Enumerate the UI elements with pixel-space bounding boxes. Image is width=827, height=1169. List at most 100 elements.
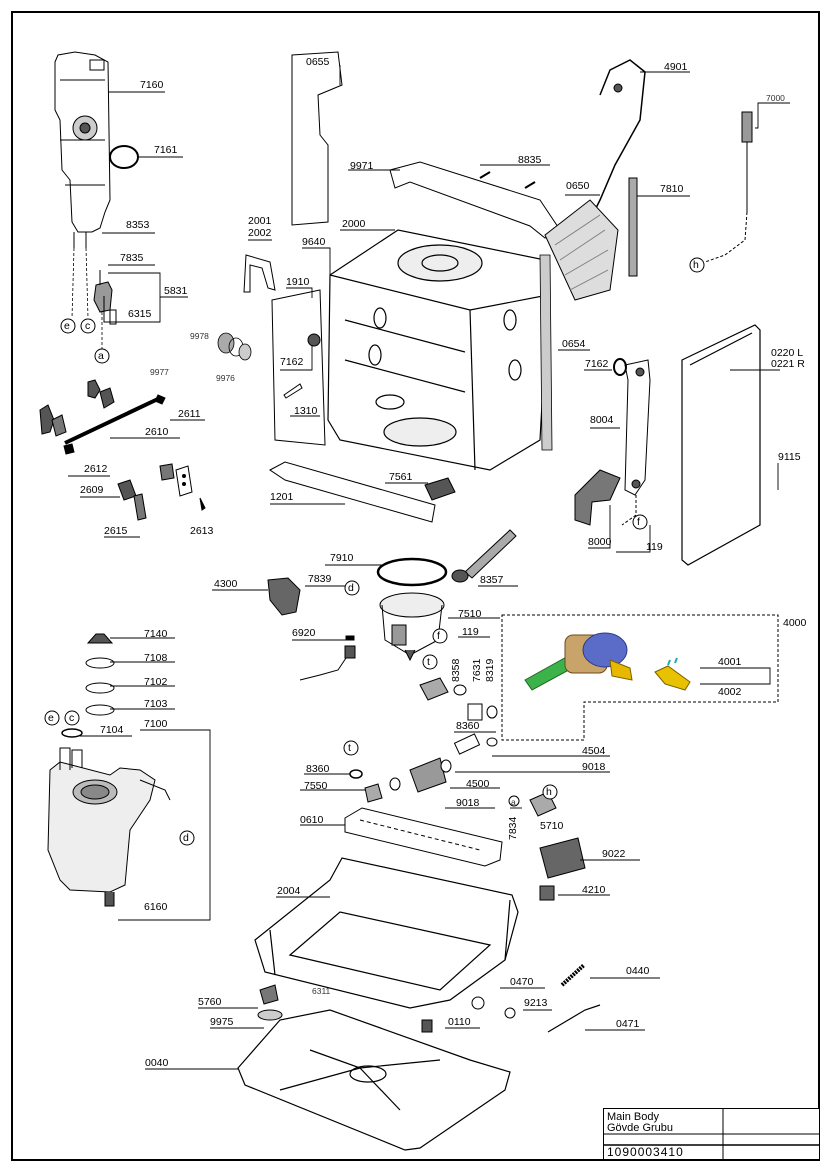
- drawing-0470-float: [471, 996, 485, 1010]
- part-label: 0650: [566, 180, 590, 192]
- callout-circles: [44, 257, 705, 846]
- group-4000-motor-box: [501, 614, 779, 741]
- part-label: 9115: [778, 451, 801, 463]
- part-label: 2610: [145, 426, 169, 438]
- part-label: 4210: [582, 884, 606, 896]
- part-label: 8835: [518, 154, 542, 166]
- callout-lines-left: [71, 247, 103, 350]
- callout-circle-a2: [508, 795, 520, 807]
- part-label: 0655: [306, 56, 330, 68]
- callout-h: h: [693, 259, 699, 271]
- drawing-4500-pump: [409, 757, 447, 793]
- callout-f-2: f: [437, 630, 440, 642]
- part-label: 6160: [144, 901, 168, 913]
- part-label: 9976: [216, 373, 235, 383]
- part-label: 8353: [126, 219, 150, 231]
- part-label: 8358: [450, 658, 462, 682]
- part-label: 6920: [292, 627, 316, 639]
- part-label: 2001: [248, 215, 272, 227]
- part-label: 9022: [602, 848, 626, 860]
- part-label: 9018: [582, 761, 606, 773]
- drawing-0655-insulation: [291, 51, 343, 226]
- part-label: 2613: [190, 525, 214, 537]
- part-label: 7835: [120, 252, 144, 264]
- drawing-0610-panel: [344, 807, 503, 867]
- part-label: 9977: [150, 367, 169, 377]
- callout-f: f: [637, 516, 640, 528]
- part-label: 4002: [718, 686, 742, 698]
- callout-d: e: [64, 320, 70, 332]
- drawing-0650-mesh: [544, 199, 619, 301]
- part-label: 8360: [456, 720, 480, 732]
- part-label: 2000: [342, 218, 366, 230]
- drawing-5831-valve: [93, 270, 117, 325]
- callout-t-2: t: [348, 742, 351, 754]
- part-label: 2615: [104, 525, 128, 537]
- drawing-0471-lever: [547, 1004, 601, 1033]
- drawing-8358-elbow: [419, 677, 498, 721]
- part-label: 7102: [144, 676, 168, 688]
- callout-circle-h1: [689, 257, 705, 273]
- part-label: 4901: [664, 61, 688, 73]
- drawing-9978-9976-bearing: [217, 332, 252, 361]
- drawing-0220-door-panel: [681, 324, 761, 566]
- part-label: 0440: [626, 965, 650, 977]
- part-label: 8360: [306, 763, 330, 775]
- part-label: 4504: [582, 745, 606, 757]
- callout-c-2: c: [69, 712, 75, 724]
- drawing-4300-pump: [267, 577, 301, 616]
- part-label: 7160: [140, 79, 164, 91]
- drawing-2004-base-frame: [254, 857, 519, 1009]
- callout-circle-t2: [343, 740, 359, 756]
- drawing-2001-bracket: [243, 254, 276, 293]
- drawing-7810-heater-rod: [628, 177, 638, 277]
- callout-circle-d2: [44, 710, 60, 726]
- part-label: 4001: [718, 656, 742, 668]
- part-label: 2612: [84, 463, 108, 475]
- part-label: 7561: [389, 471, 413, 483]
- part-label: 8000: [588, 536, 612, 548]
- drawing-9213-washer: [504, 1007, 516, 1019]
- part-label: 7104: [100, 724, 124, 736]
- callout-circle-h2: [542, 784, 558, 800]
- drawing-9971-top-frame: [389, 161, 561, 239]
- part-label: 4000: [783, 617, 807, 629]
- callout-c: c: [85, 320, 91, 332]
- callout-a: a: [98, 350, 104, 362]
- part-label: 1201: [270, 491, 294, 503]
- callout-e: d: [348, 582, 354, 594]
- drawing-0440-spring: [560, 963, 586, 987]
- part-label: 1310: [294, 405, 318, 417]
- part-label: 9018: [456, 797, 480, 809]
- part-number: 1090003410: [607, 1145, 684, 1159]
- part-label: 119: [646, 541, 663, 553]
- part-label: 0471: [616, 1018, 640, 1030]
- part-label: 5710: [540, 820, 564, 832]
- drawing-0654-seal: [539, 254, 553, 451]
- part-label: 5760: [198, 996, 222, 1008]
- part-label: 7161: [154, 144, 178, 156]
- callout-circle-a1: [94, 348, 110, 364]
- drawing-0040-base-tray: [237, 1009, 511, 1151]
- drawing-2000-tub: [327, 229, 549, 471]
- part-label: 9640: [302, 236, 326, 248]
- part-label: 7000: [766, 93, 785, 103]
- part-label: 7839: [308, 573, 332, 585]
- part-label: 9975: [210, 1016, 234, 1028]
- callout-t: t: [427, 656, 430, 668]
- drawing-1910-side-panel: [271, 289, 326, 446]
- drawing-1201-front-rail: [269, 461, 436, 523]
- part-label: 1910: [286, 276, 310, 288]
- drawing-7162-left-cap: [307, 333, 321, 347]
- sheet-border: [11, 11, 820, 1161]
- callout-circle-e1: [344, 580, 360, 596]
- part-label: 8319: [484, 658, 496, 682]
- callout-circle-t1: [422, 654, 438, 670]
- title-block: Main Body Gövde Grubu 1090003410: [603, 1108, 820, 1160]
- part-label: 6311: [312, 986, 331, 996]
- drawing-4901-cable: [589, 59, 646, 221]
- drawing-5760-clip: [259, 984, 279, 1005]
- part-label: 7631: [471, 658, 483, 682]
- part-label: 7550: [304, 780, 328, 792]
